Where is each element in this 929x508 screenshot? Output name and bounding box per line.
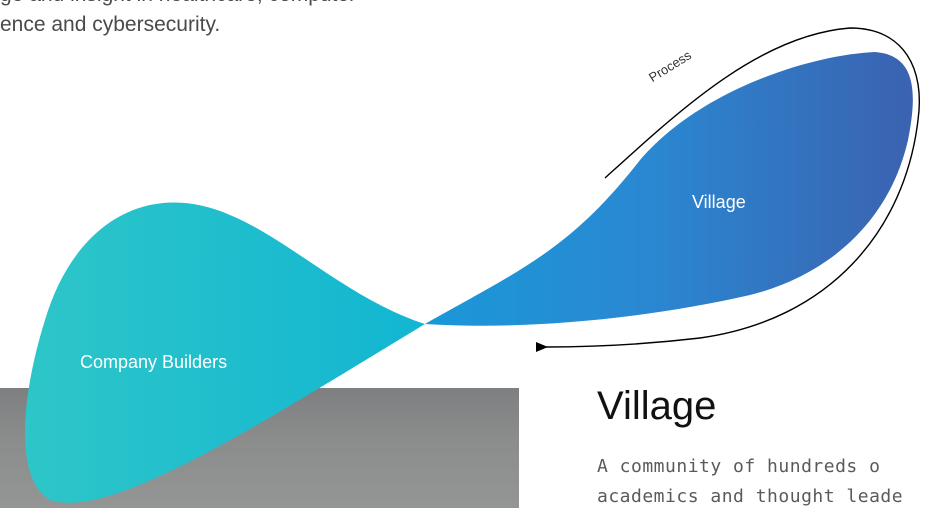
village-lobe xyxy=(425,52,913,326)
process-line-top xyxy=(604,27,920,179)
process-arrow xyxy=(535,119,919,353)
intro-line-2: ence and cybersecurity. xyxy=(0,13,221,36)
section-body-line-2: academics and thought leade xyxy=(597,486,904,507)
company-builders-label: Company Builders xyxy=(80,352,228,372)
intro-line-1: ge and insight in healthcare, computer xyxy=(0,0,520,10)
section-body-line-1: A community of hundreds o xyxy=(597,456,881,477)
company-builders-lobe xyxy=(25,202,425,503)
section-title: Village xyxy=(597,384,717,428)
intro-paragraph: ge and insight in healthcare, computer e… xyxy=(0,0,520,40)
village-label: Village xyxy=(692,192,746,212)
section-body: A community of hundreds o academics and … xyxy=(597,452,903,508)
